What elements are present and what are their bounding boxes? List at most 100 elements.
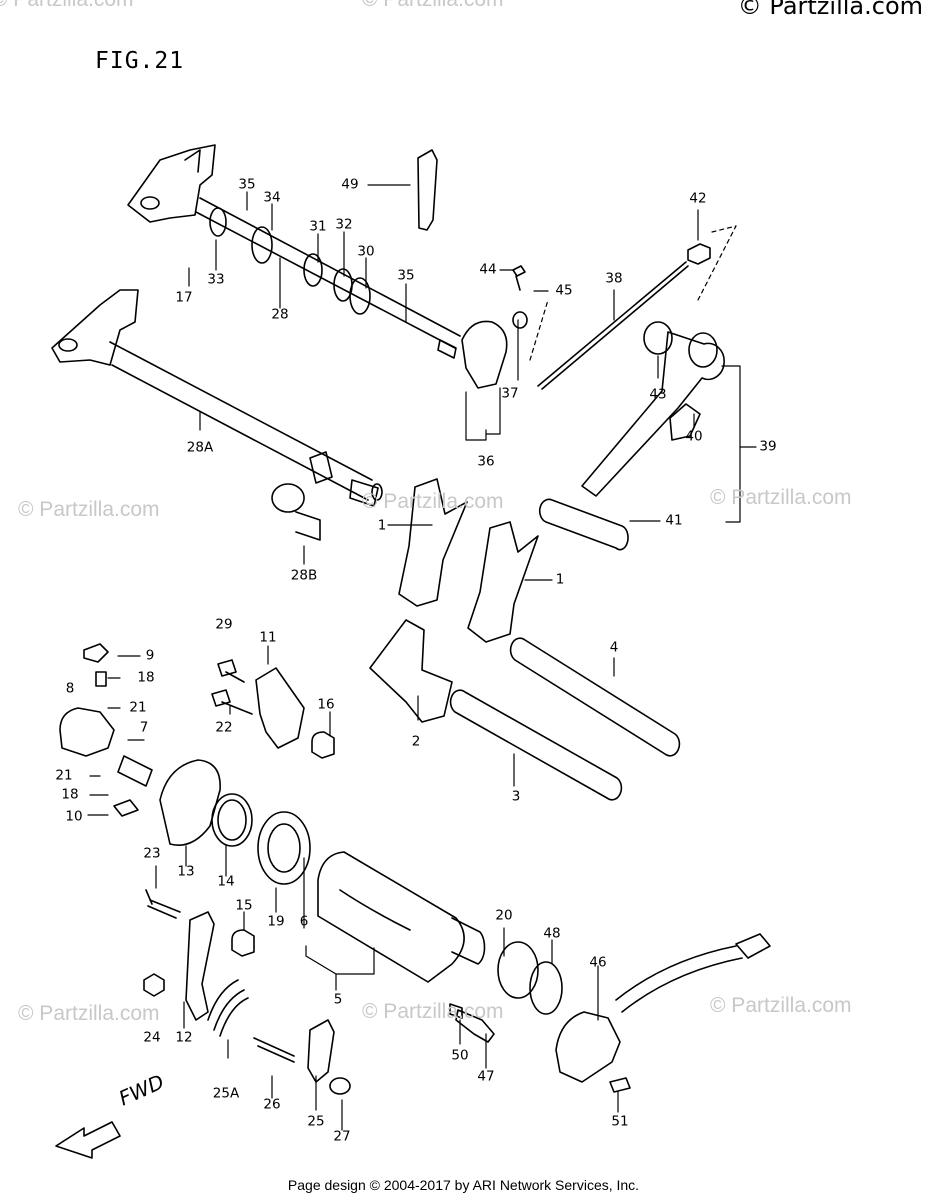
bearing-20 xyxy=(497,941,539,999)
watermark: © Partzilla.com xyxy=(18,498,160,521)
callout-2: 2 xyxy=(411,733,421,750)
shift-fork-1b xyxy=(467,521,539,643)
shift-pedal xyxy=(538,321,725,551)
nut-24 xyxy=(143,973,165,997)
callout-31: 31 xyxy=(309,218,327,235)
watermark: © Partzilla.com xyxy=(0,0,134,12)
callout-22: 22 xyxy=(215,719,233,736)
watermark: © Partzilla.com xyxy=(362,1000,504,1023)
callout-26: 26 xyxy=(263,1096,281,1113)
collar-15 xyxy=(231,929,255,957)
callout-19: 19 xyxy=(267,913,285,930)
callout-21: 21 xyxy=(129,699,147,716)
callout-20: 20 xyxy=(495,907,513,924)
bracket-49 xyxy=(417,149,438,231)
callout-18: 18 xyxy=(61,786,79,803)
screw-51 xyxy=(609,1077,631,1093)
wire-46 xyxy=(615,945,743,1013)
washer-27 xyxy=(329,1077,351,1095)
callout-51: 51 xyxy=(611,1113,629,1130)
callout-41: 41 xyxy=(665,512,683,529)
callout-29: 29 xyxy=(215,616,233,633)
callout-1: 1 xyxy=(555,571,565,588)
screw-29 xyxy=(217,659,245,683)
plate-9 xyxy=(83,643,109,663)
stopper-8 xyxy=(59,707,115,757)
switch-46 xyxy=(555,1011,621,1083)
callout-38: 38 xyxy=(605,270,623,287)
shift-joint-37 xyxy=(461,320,508,389)
watermark: © Partzilla.com xyxy=(362,0,504,12)
callout-21: 21 xyxy=(55,767,73,784)
callout-46: 46 xyxy=(589,954,607,971)
fwd-arrow-icon xyxy=(55,1121,121,1159)
callout-32: 32 xyxy=(335,216,353,233)
footer-credit: Page design © 2004-2017 by ARI Network S… xyxy=(287,1177,640,1193)
pin-50 xyxy=(449,1003,463,1019)
collar-16 xyxy=(311,731,335,759)
watermark: © Partzilla.com xyxy=(18,1002,160,1025)
callout-16: 16 xyxy=(317,696,335,713)
watermark: © Partzilla.com xyxy=(710,486,852,509)
callout-6: 6 xyxy=(299,913,309,930)
callout-30: 30 xyxy=(357,243,375,260)
callout-25: 25 xyxy=(307,1113,325,1130)
cam-gear-13 xyxy=(159,759,221,846)
shift-shaft-long xyxy=(51,289,383,507)
callout-45: 45 xyxy=(555,282,573,299)
spring-25a xyxy=(207,979,249,1037)
callout-36: 36 xyxy=(477,453,495,470)
callout-25a: 25A xyxy=(212,1085,240,1102)
callout-18: 18 xyxy=(137,669,155,686)
callout-3: 3 xyxy=(511,788,521,805)
callout-11: 11 xyxy=(259,629,277,646)
pin-18-top xyxy=(95,671,107,687)
callout-28a: 28A xyxy=(186,439,214,456)
copyright-text: © Partzilla.com xyxy=(737,0,923,20)
callout-10: 10 xyxy=(65,808,83,825)
rod-38 xyxy=(537,261,687,387)
shift-fork-1a xyxy=(398,478,468,607)
callout-27: 27 xyxy=(333,1128,351,1145)
o-ring-48 xyxy=(529,961,563,1015)
callout-35: 35 xyxy=(397,267,415,284)
callout-50: 50 xyxy=(451,1047,469,1064)
plate-10 xyxy=(113,799,139,817)
watermark: © Partzilla.com xyxy=(362,490,504,513)
callout-23: 23 xyxy=(143,845,161,862)
callout-28: 28 xyxy=(271,306,289,323)
callout-43: 43 xyxy=(649,386,667,403)
shift-fork-2 xyxy=(369,619,453,723)
callout-5: 5 xyxy=(333,991,343,1008)
bearing-19 xyxy=(257,811,311,885)
pin-47 xyxy=(455,1009,495,1043)
bolt-44 xyxy=(512,265,526,291)
plate-11 xyxy=(255,667,305,749)
figure-label: FIG.21 xyxy=(95,48,185,74)
callout-49: 49 xyxy=(341,176,359,193)
callout-4: 4 xyxy=(609,639,619,656)
callout-35: 35 xyxy=(238,176,256,193)
plate-12 xyxy=(185,911,215,1021)
shift-shaft-upper xyxy=(127,144,461,359)
callout-33: 33 xyxy=(207,271,225,288)
fork-shaft-4 xyxy=(509,637,681,757)
screw-22 xyxy=(211,689,253,715)
callout-34: 34 xyxy=(263,189,281,206)
callout-7: 7 xyxy=(139,719,149,736)
callout-12: 12 xyxy=(175,1029,193,1046)
nut-45 xyxy=(512,311,528,329)
screw-23 xyxy=(145,889,181,919)
watermark: © Partzilla.com xyxy=(710,994,852,1017)
nut-42 xyxy=(687,243,711,265)
callout-24: 24 xyxy=(143,1029,161,1046)
plate-25 xyxy=(307,1019,335,1083)
callout-47: 47 xyxy=(477,1068,495,1085)
bolt-26 xyxy=(253,1037,295,1063)
callout-8: 8 xyxy=(65,680,75,697)
callout-14: 14 xyxy=(217,873,235,890)
fork-shaft-3 xyxy=(449,689,623,801)
callout-1: 1 xyxy=(377,517,387,534)
